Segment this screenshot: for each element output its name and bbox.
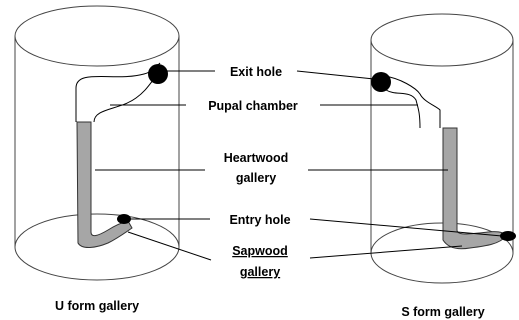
sapwood-leader-left xyxy=(127,231,212,261)
s-tunnel-outer-line xyxy=(383,75,441,128)
sapwood-leader-right xyxy=(309,245,463,259)
s-form-caption: S form gallery xyxy=(401,305,484,319)
u-cylinder-top-rim xyxy=(14,5,180,67)
u-entry-hole xyxy=(117,214,131,224)
u-exit-hole xyxy=(148,64,168,84)
s-cylinder-top-rim xyxy=(370,13,514,67)
s-exit-hole xyxy=(371,72,391,92)
pupal-chamber-label: Pupal chamber xyxy=(208,99,298,113)
heartwood-gallery-label-line1: Heartwood xyxy=(224,151,289,165)
exit-hole-leader-right xyxy=(296,70,375,80)
entry-hole-leader-right xyxy=(309,218,503,237)
s-form-cylinder xyxy=(370,13,516,284)
heartwood-gallery-label-line2: gallery xyxy=(236,171,276,185)
u-cylinder-bottom-rim xyxy=(14,213,180,281)
u-form-caption: U form gallery xyxy=(55,299,139,313)
s-tunnel-inner-line xyxy=(385,89,421,129)
u-form-cylinder xyxy=(14,5,180,281)
u-tunnel-outer-line xyxy=(75,62,161,122)
s-gallery-shape xyxy=(442,127,507,250)
exit-hole-label: Exit hole xyxy=(230,65,282,79)
sapwood-gallery-label-line1: Sapwood xyxy=(232,244,288,258)
entry-hole-label: Entry hole xyxy=(229,213,290,227)
sapwood-gallery-label-line2: gallery xyxy=(240,265,280,279)
s-entry-hole xyxy=(500,231,516,241)
leader-lines xyxy=(95,70,503,261)
u-gallery-shape xyxy=(76,121,133,248)
